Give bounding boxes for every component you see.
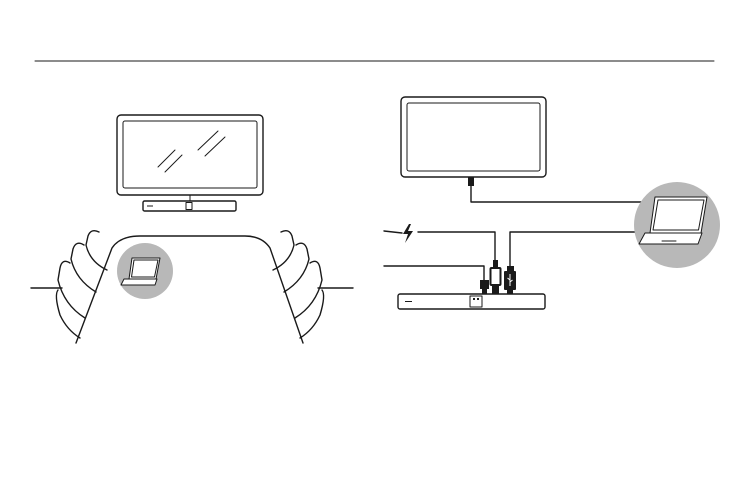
laptop-callout-left bbox=[117, 243, 173, 299]
soundbar-right bbox=[398, 294, 545, 309]
chairs-right bbox=[273, 231, 353, 338]
laptop-callout-right bbox=[634, 182, 720, 268]
soundbar-left bbox=[143, 201, 236, 211]
left-scene bbox=[31, 115, 353, 343]
hdmi-cable bbox=[471, 186, 642, 202]
network-cable bbox=[384, 266, 484, 280]
power-cable bbox=[384, 224, 495, 260]
lightning-bolt-icon bbox=[403, 224, 413, 243]
usb-cable bbox=[510, 232, 643, 266]
chairs-left bbox=[31, 231, 107, 338]
tv-screen-left bbox=[117, 115, 263, 201]
tv-screen-right bbox=[401, 97, 546, 186]
right-scene bbox=[384, 97, 720, 309]
conference-table bbox=[76, 236, 303, 343]
